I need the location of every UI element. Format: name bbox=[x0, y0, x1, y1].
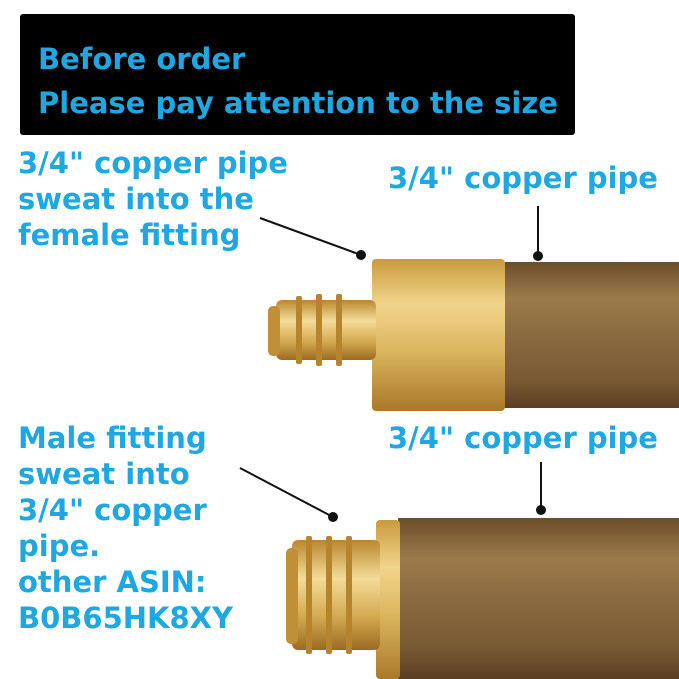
bottom-barb-ring-1 bbox=[306, 536, 312, 654]
bottom-copper-pipe bbox=[398, 518, 679, 679]
top-barb-ring-2 bbox=[316, 294, 322, 366]
bottom-brass-barb-body bbox=[292, 540, 380, 650]
pointer-top-left bbox=[259, 217, 362, 256]
banner-subtitle: Please pay attention to the size bbox=[38, 86, 558, 120]
bottom-brass-collar bbox=[376, 520, 400, 679]
bottom-left-label-line-5: other ASIN: bbox=[18, 565, 207, 599]
top-assembly bbox=[268, 259, 679, 411]
pointer-top-left-dot bbox=[356, 250, 366, 260]
bottom-left-label-line-6: B0B65HK8XY bbox=[18, 601, 234, 635]
top-barb-tip bbox=[268, 306, 280, 356]
top-left-label-line-3: female fitting bbox=[18, 218, 241, 252]
top-left-label: 3/4" copper pipe sweat into the female f… bbox=[18, 145, 288, 253]
bottom-left-label: Male fitting sweat into 3/4" copper pipe… bbox=[18, 420, 233, 636]
top-brass-barb-body bbox=[276, 300, 376, 360]
top-brass-sleeve bbox=[372, 259, 505, 411]
pointer-bottom-left-dot bbox=[328, 512, 338, 522]
pointer-bottom-left bbox=[239, 467, 334, 518]
top-barb-ring-3 bbox=[336, 294, 342, 366]
pointer-top-right-dot bbox=[533, 251, 543, 261]
top-right-label: 3/4" copper pipe bbox=[388, 161, 658, 195]
bottom-left-label-line-1: Male fitting bbox=[18, 421, 207, 455]
top-left-label-line-2: sweat into the bbox=[18, 182, 254, 216]
bottom-right-label: 3/4" copper pipe bbox=[388, 421, 658, 455]
bottom-left-label-line-4: pipe. bbox=[18, 529, 101, 563]
info-banner: Before order Please pay attention to the… bbox=[20, 14, 575, 135]
bottom-barb-ring-2 bbox=[326, 536, 332, 654]
banner-title: Before order bbox=[38, 42, 246, 76]
bottom-left-label-line-3: 3/4" copper bbox=[18, 493, 207, 527]
pointer-bottom-right-dot bbox=[536, 505, 546, 515]
top-left-label-line-1: 3/4" copper pipe bbox=[18, 146, 288, 180]
bottom-assembly bbox=[286, 518, 679, 679]
top-copper-pipe bbox=[495, 262, 679, 408]
top-barb-ring-1 bbox=[296, 296, 302, 364]
bottom-barb-tip bbox=[286, 548, 298, 644]
bottom-barb-ring-3 bbox=[346, 536, 352, 654]
bottom-left-label-line-2: sweat into bbox=[18, 457, 190, 491]
